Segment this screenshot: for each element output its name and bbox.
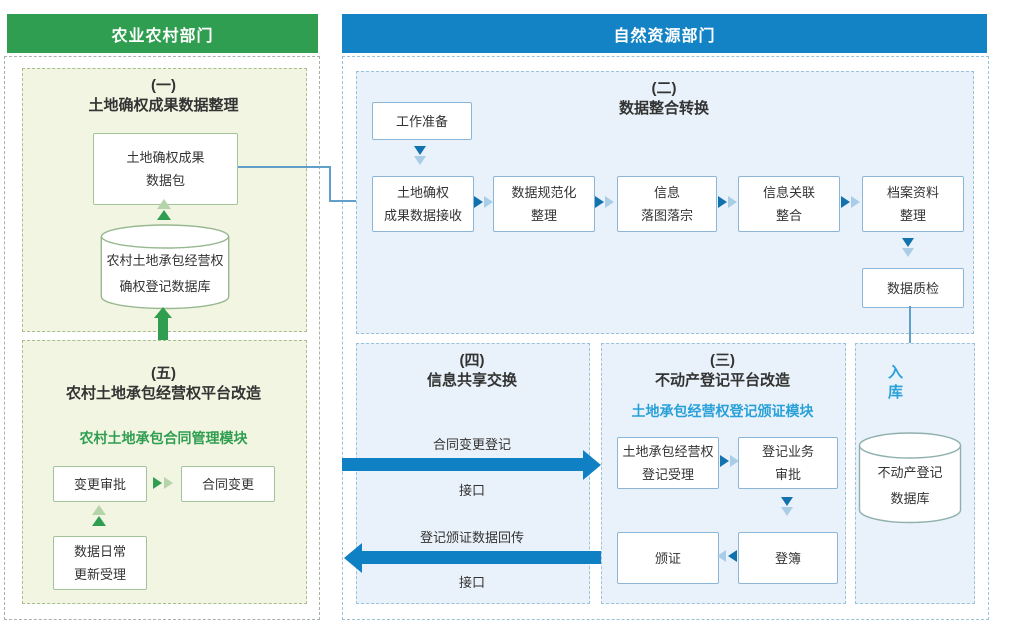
section-3-number: (三)	[710, 352, 735, 369]
chevron-right-icon	[595, 196, 604, 208]
registration-certificate-module-label: 土地承包经营权登记颁证模块	[631, 403, 814, 419]
daily-update-box: 数据日常 更新受理	[53, 536, 147, 590]
chevron-right-icon	[841, 196, 850, 208]
section-1-number: (一)	[151, 77, 176, 94]
step-line: 整合	[775, 208, 802, 223]
interface-label-1: 接口	[458, 483, 485, 498]
connector-package-to-receive	[329, 200, 362, 202]
step-line: 信息	[653, 185, 680, 200]
section-4-number: (四)	[459, 352, 485, 369]
pipeline-step-standardize: 数据规范化 整理	[493, 176, 595, 232]
chevron-left-icon	[717, 550, 726, 562]
contract-rights-database-cylinder-icon	[100, 224, 230, 310]
work-preparation-box: 工作准备	[372, 102, 472, 140]
chevron-up-icon	[92, 516, 106, 526]
chevron-up-icon	[157, 199, 171, 209]
registration-acceptance-box: 土地承包经营权 登记受理	[617, 437, 719, 489]
section-1-title: 土地确权成果数据整理	[88, 97, 239, 114]
section-5-number: (五)	[151, 365, 176, 382]
double-arrow-up-icon	[154, 307, 172, 318]
step-line: 成果数据接收	[383, 208, 462, 223]
daily-update-line1: 数据日常	[73, 544, 126, 559]
registration-acceptance-line2: 登记受理	[641, 467, 694, 482]
step-line: 整理	[530, 208, 557, 223]
data-quality-check-box: 数据质检	[862, 268, 964, 308]
chevron-left-icon	[728, 550, 737, 562]
change-approval-box: 变更审批	[53, 466, 147, 502]
real-estate-database-cylinder-icon	[858, 432, 962, 524]
package-box: 土地确权成果 数据包	[93, 133, 238, 205]
real-estate-database-line2: 数据库	[890, 491, 930, 506]
section-2-number: (二)	[651, 80, 677, 97]
chevron-down-icon	[781, 497, 793, 506]
package-box-line2: 数据包	[145, 173, 185, 188]
chevron-right-icon	[153, 477, 162, 489]
chevron-right-icon	[730, 455, 739, 467]
contract-rights-database-line1: 农村土地承包经营权	[106, 253, 224, 268]
section-3-title: 不动产登记平台改造	[654, 372, 790, 389]
record-book-box: 登簿	[738, 532, 838, 584]
contract-change-registration-label: 合同变更登记	[432, 437, 511, 452]
package-box-line1: 土地确权成果	[126, 150, 205, 165]
pipeline-step-receive: 土地确权 成果数据接收	[372, 176, 474, 232]
section-5-title: 农村土地承包经营权平台改造	[65, 385, 261, 402]
chevron-down-icon	[414, 156, 426, 165]
chevron-right-icon	[728, 196, 737, 208]
chevron-right-icon	[484, 196, 493, 208]
chevron-up-icon	[157, 210, 171, 220]
step-line: 数据规范化	[511, 185, 577, 200]
step-line: 信息关联	[762, 185, 815, 200]
chevron-down-icon	[902, 238, 914, 247]
issue-certificate-box: 颁证	[617, 532, 719, 584]
pipeline-step-archive: 档案资料 整理	[862, 176, 964, 232]
contract-rights-database-line2: 确权登记数据库	[119, 279, 211, 294]
step-line: 土地确权	[396, 185, 449, 200]
registration-review-box: 登记业务 审批	[738, 437, 838, 489]
connector-package-to-receive	[329, 166, 331, 202]
daily-update-line2: 更新受理	[73, 567, 126, 582]
header-natural-resources-department: 自然资源部门	[342, 14, 987, 53]
contract-change-box: 合同变更	[181, 466, 275, 502]
chevron-up-icon	[92, 505, 106, 515]
chevron-down-icon	[414, 146, 426, 155]
contract-management-module-label: 农村土地承包合同管理模块	[79, 430, 248, 446]
real-estate-database-line1: 不动产登记	[877, 465, 943, 480]
step-line: 整理	[899, 208, 926, 223]
chevron-right-icon	[718, 196, 727, 208]
store-to-database-label: 入库	[886, 364, 903, 404]
double-arrow-shaft	[158, 317, 168, 354]
chevron-down-icon	[902, 248, 914, 257]
pipeline-step-association: 信息关联 整合	[738, 176, 840, 232]
interface-arrow-left	[362, 551, 602, 564]
chevron-right-icon	[605, 196, 614, 208]
interface-arrow-right	[342, 458, 583, 471]
step-line: 档案资料	[886, 185, 939, 200]
registration-review-line2: 审批	[774, 467, 801, 482]
certificate-data-return-label: 登记颁证数据回传	[419, 530, 524, 545]
section-2-title: 数据整合转换	[618, 100, 709, 117]
section-4-title: 信息共享交换	[426, 372, 517, 389]
header-agriculture-department: 农业农村部门	[7, 14, 318, 53]
chevron-right-icon	[851, 196, 860, 208]
interface-arrow-left-head-icon	[344, 543, 362, 573]
chevron-right-icon	[164, 477, 173, 489]
chevron-down-icon	[781, 507, 793, 516]
registration-acceptance-line1: 土地承包经营权	[622, 444, 714, 459]
interface-arrow-right-head-icon	[583, 450, 601, 480]
registration-review-line1: 登记业务	[761, 444, 814, 459]
chevron-right-icon	[474, 196, 483, 208]
interface-label-2: 接口	[458, 575, 485, 590]
step-line: 落图落宗	[640, 208, 693, 223]
pipeline-step-mapping: 信息 落图落宗	[617, 176, 717, 232]
connector-package-to-receive	[236, 166, 330, 168]
chevron-right-icon	[720, 455, 729, 467]
